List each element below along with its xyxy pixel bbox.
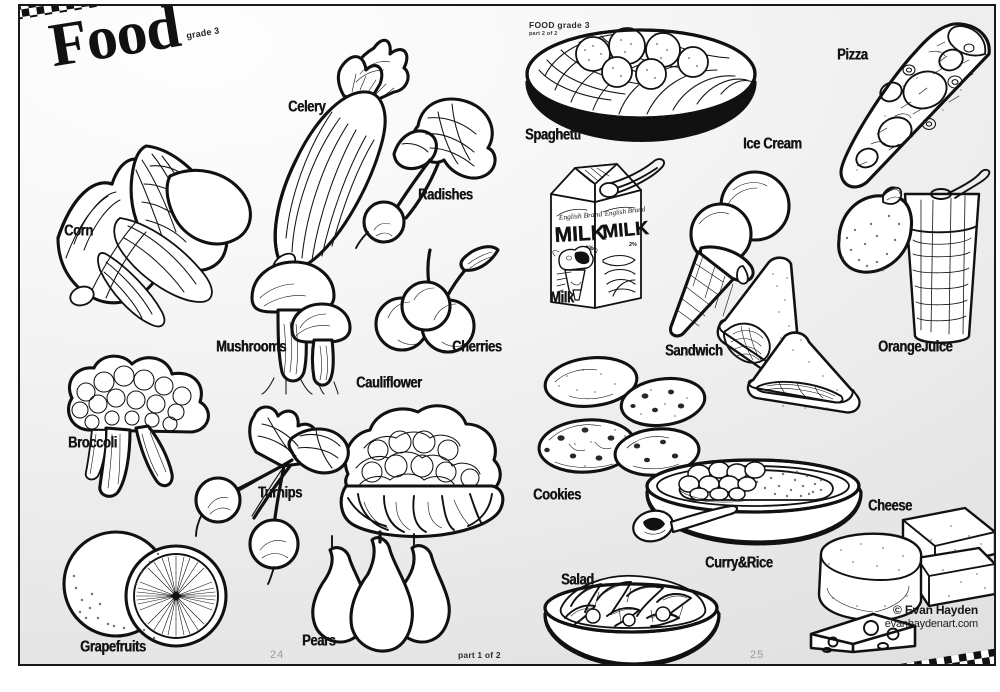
label-ice-cream: Ice Cream — [743, 134, 802, 152]
label-celery: Celery — [288, 97, 326, 115]
pizza-illustration — [833, 16, 994, 196]
cookies-illustration — [525, 356, 715, 506]
curry-rice-illustration — [631, 452, 871, 582]
label-broccoli: Broccoli — [68, 433, 117, 451]
page-number-left: 24 — [270, 649, 285, 661]
right-header-title: FOOD grade 3 — [529, 20, 590, 30]
label-spaghetti: Spaghetti — [525, 125, 581, 143]
label-corn: Corn — [64, 221, 93, 239]
turnips-illustration — [194, 404, 356, 585]
sandwich-illustration — [693, 250, 873, 430]
label-pizza: Pizza — [837, 45, 868, 63]
label-grapefruits: Grapefruits — [80, 637, 146, 655]
cherries-illustration — [372, 242, 502, 362]
right-header-part: part 2 of 2 — [529, 31, 558, 37]
credit-name: © Evan Hayden — [893, 603, 978, 617]
label-orange-juice: OrangeJuice — [878, 337, 953, 355]
svg-text:MILK: MILK — [554, 221, 606, 247]
book-spread: Corn Celery Radishes Mushrooms Cherries … — [20, 6, 994, 664]
label-curry-rice: Curry&Rice — [705, 553, 773, 571]
page-title: Food — [44, 6, 185, 81]
broccoli-illustration — [52, 352, 232, 502]
label-cookies: Cookies — [533, 485, 581, 503]
orange-juice-illustration — [821, 168, 991, 350]
credit-url[interactable]: evanhaydenart.com — [884, 618, 978, 630]
pears-illustration — [296, 530, 456, 653]
part-note: part 1 of 2 — [458, 650, 501, 660]
page-frame: Corn Celery Radishes Mushrooms Cherries … — [18, 4, 996, 666]
label-mushrooms: Mushrooms — [216, 337, 287, 355]
label-sandwich: Sandwich — [665, 341, 723, 359]
cauliflower-illustration — [334, 398, 514, 539]
label-pears: Pears — [302, 631, 336, 649]
left-page: Corn Celery Radishes Mushrooms Cherries … — [20, 6, 507, 664]
right-page: English Brand English Brand MILK MILK 2%… — [507, 6, 994, 664]
ice-cream-illustration — [663, 166, 793, 338]
mushrooms-illustration — [234, 254, 364, 395]
milk-illustration: English Brand English Brand MILK MILK 2%… — [529, 154, 679, 314]
cheese-illustration — [799, 502, 994, 654]
salad-illustration — [531, 572, 731, 664]
label-cherries: Cherries — [452, 337, 502, 355]
label-salad: Salad — [561, 570, 594, 588]
spaghetti-illustration — [521, 20, 761, 150]
radishes-illustration — [355, 90, 516, 250]
credit-block: © Evan Hayden evanhaydenart.com — [885, 603, 978, 630]
label-cheese: Cheese — [868, 496, 912, 514]
label-cauliflower: Cauliflower — [356, 373, 422, 391]
corn-illustration — [50, 126, 260, 328]
svg-text:English Brand: English Brand — [557, 209, 602, 222]
page-number-right: 25 — [750, 649, 765, 661]
label-radishes: Radishes — [418, 185, 473, 203]
label-milk: Milk — [550, 288, 574, 306]
right-page-header: FOOD grade 3 part 2 of 2 — [529, 20, 590, 37]
grapefruits-illustration — [54, 526, 234, 656]
celery-illustration — [256, 30, 416, 280]
svg-text:MILK: MILK — [602, 218, 650, 243]
label-turnips: Turnips — [258, 483, 302, 501]
svg-text:2%: 2% — [629, 242, 637, 248]
